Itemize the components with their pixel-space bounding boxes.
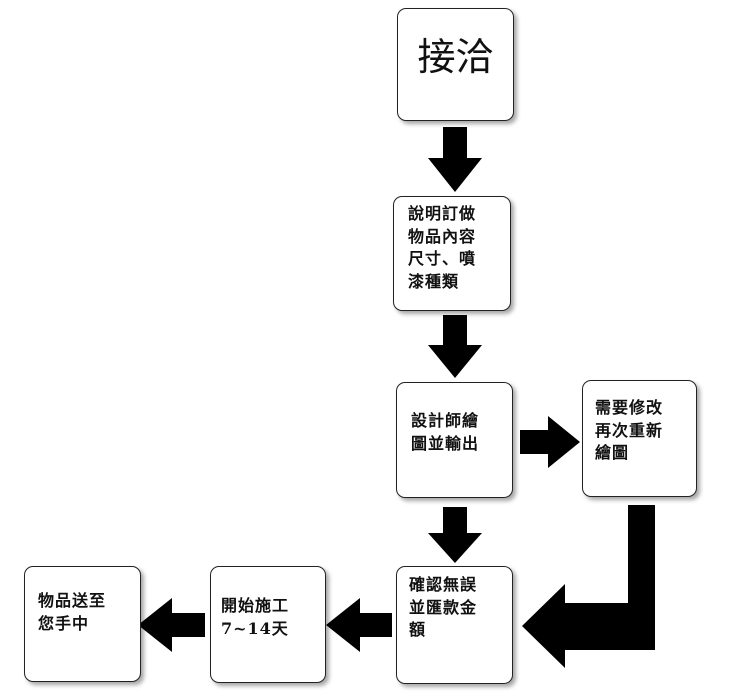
node-design-label: 設計師繪 圖並輸出 <box>411 411 480 453</box>
node-deliver: 物品送至 您手中 <box>24 566 141 682</box>
node-design: 設計師繪 圖並輸出 <box>396 382 513 498</box>
arrow-confirm-to-construct <box>326 598 392 652</box>
node-deliver-label: 物品送至 您手中 <box>38 591 107 633</box>
node-construct-label: 開始施工 7~14天 <box>221 596 290 638</box>
arrow-design-to-revise <box>520 416 580 468</box>
node-explain-label: 說明訂做 物品內容 尺寸、噴 漆種類 <box>408 204 477 292</box>
node-contact-label: 接洽 <box>417 35 494 79</box>
node-contact: 接洽 <box>397 8 514 121</box>
arrow-explain-to-design <box>428 315 482 378</box>
arrow-revise-to-confirm <box>522 505 655 668</box>
arrow-design-to-confirm <box>428 507 482 563</box>
node-confirm-label: 確認無誤 並匯款金 額 <box>409 575 478 640</box>
node-construct: 開始施工 7~14天 <box>210 566 326 683</box>
node-explain: 說明訂做 物品內容 尺寸、噴 漆種類 <box>393 196 511 311</box>
arrow-construct-to-deliver <box>138 598 205 652</box>
arrow-contact-to-explain <box>428 127 482 192</box>
node-revise-label: 需要修改 再次重新 繪圖 <box>595 398 664 463</box>
node-revise: 需要修改 再次重新 繪圖 <box>582 380 697 497</box>
node-confirm: 確認無誤 並匯款金 額 <box>396 566 513 684</box>
